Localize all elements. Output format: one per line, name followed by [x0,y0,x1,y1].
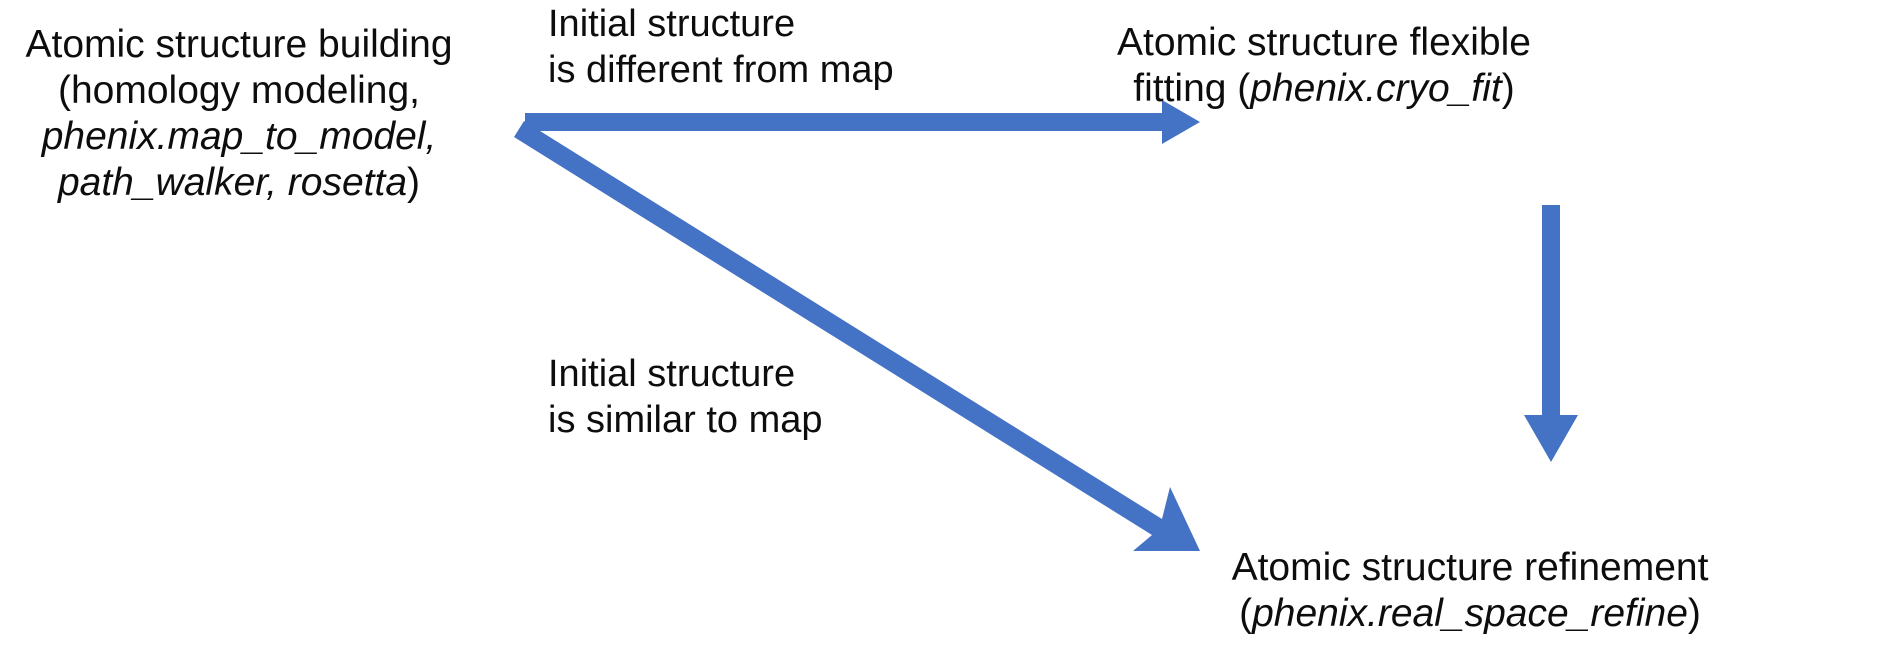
node-atomic-structure-refinement: Atomic structure refinement (phenix.real… [1060,545,1880,637]
edge-label-similar-to-map: Initial structure is similar to map [548,352,823,443]
arrow-shaft-and-head [514,121,1200,551]
line-prefix: fitting ( [1133,67,1251,111]
arrow-shaft-and-head [1524,205,1578,462]
code-phenix-map-to-model: phenix.map_to_model, [41,115,437,159]
node-line-1: Atomic structure building [25,23,453,66]
node-line-3: phenix.map_to_model, [4,114,474,160]
node-atomic-structure-flexible-fitting: Atomic structure flexible fitting (pheni… [1084,20,1564,112]
node-line-1: Atomic structure refinement [1231,546,1709,589]
edge-label-line-1: Initial structure [548,353,796,395]
code-path-walker-rosetta: path_walker, rosetta [57,161,408,205]
edge-label-different-from-map: Initial structure is different from map [548,2,894,93]
arrow-building-to-refinement [514,121,1200,551]
code-phenix-cryo-fit: phenix.cryo_fit [1250,67,1502,111]
line-suffix: ) [1501,67,1515,111]
arrow-flexible-fitting-to-refinement [1524,205,1578,462]
line-suffix: ) [1687,592,1701,636]
node-line-4: path_walker, rosetta) [4,160,474,206]
node-line-2: (homology modeling, [57,69,421,113]
edge-label-line-1: Initial structure [548,3,796,45]
code-phenix-real-space-refine: phenix.real_space_refine [1252,592,1688,636]
node-line-2: fitting (phenix.cryo_fit) [1084,66,1564,112]
node-line-1: Atomic structure flexible [1117,21,1531,64]
edge-label-line-2: is different from map [548,48,894,91]
edge-label-line-2: is similar to map [548,398,823,441]
node-line-2: (phenix.real_space_refine) [1060,591,1880,637]
line-prefix: ( [1239,592,1253,636]
node-atomic-structure-building: Atomic structure building (homology mode… [4,22,474,206]
closing-paren: ) [407,161,421,205]
